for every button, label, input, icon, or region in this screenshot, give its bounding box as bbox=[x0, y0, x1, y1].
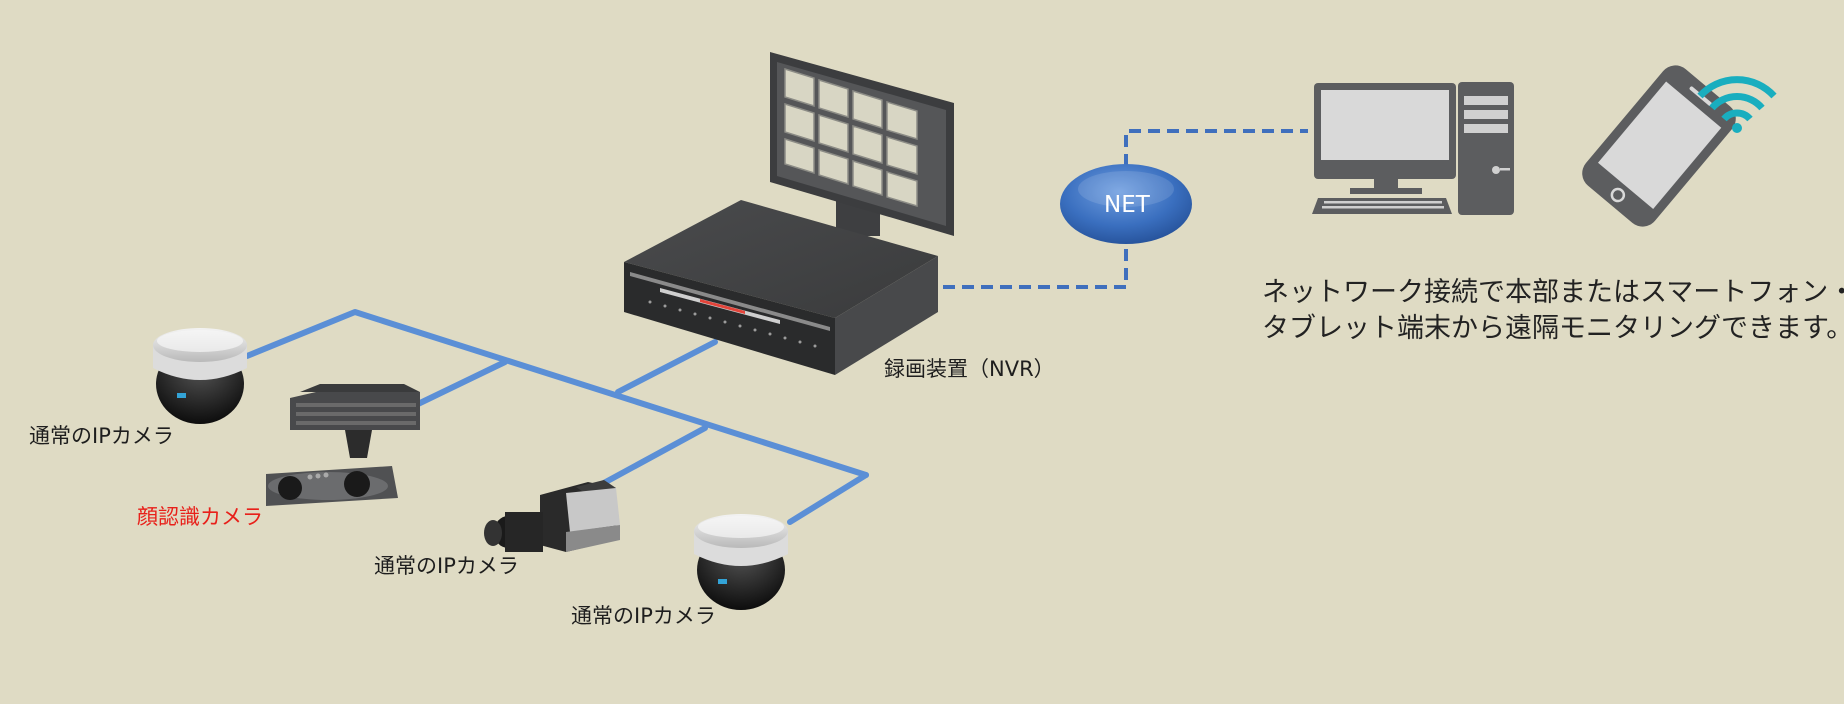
box-camera-label: 通常のIPカメラ bbox=[374, 554, 519, 578]
nvr-label: 録画装置（NVR） bbox=[884, 357, 1055, 381]
net-cloud-icon bbox=[1060, 164, 1192, 244]
desktop-pc-icon bbox=[1312, 82, 1514, 215]
face-recognition-camera-icon bbox=[266, 384, 420, 506]
wifi-icon bbox=[1697, 76, 1777, 133]
box-camera-icon bbox=[484, 480, 620, 552]
wired-camera-links bbox=[244, 309, 869, 525]
network-dashed-link bbox=[943, 129, 1308, 289]
dome-left-camera-label: 通常のIPカメラ bbox=[29, 424, 174, 448]
link-main-backbone bbox=[244, 309, 869, 478]
monitor-icon bbox=[770, 52, 954, 236]
remote-description-line1: ネットワーク接続で本部またはスマートフォン・ bbox=[1262, 277, 1844, 308]
dome-camera-icon bbox=[153, 328, 247, 424]
remote-description-line2: タブレット端末から遠隔モニタリングできます。 bbox=[1262, 313, 1844, 344]
link-dome-right bbox=[787, 472, 869, 525]
link-nvr-drop bbox=[615, 339, 718, 395]
net-label: NET bbox=[1104, 192, 1150, 218]
link-face-camera bbox=[415, 359, 508, 407]
nvr-recorder-icon bbox=[624, 200, 938, 375]
link-box-camera bbox=[599, 425, 708, 487]
dome-camera-icon bbox=[694, 514, 788, 610]
dome-right-camera-label: 通常のIPカメラ bbox=[571, 604, 716, 628]
face-recognition-camera-label: 顔認識カメラ bbox=[137, 505, 263, 529]
